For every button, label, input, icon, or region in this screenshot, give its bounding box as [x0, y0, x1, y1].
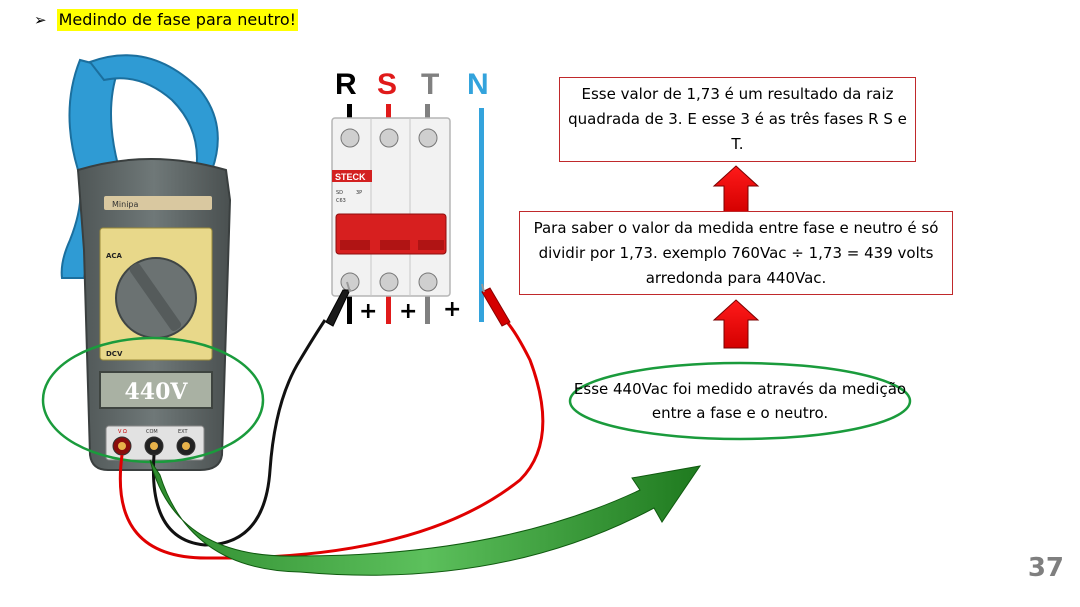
jack-label-com: COM — [146, 429, 158, 435]
neutro-line — [479, 108, 484, 322]
info-oval — [568, 361, 912, 441]
jack-label-ext: EXT — [178, 429, 188, 435]
phase-label-t: T — [421, 68, 440, 101]
plus-sign-2: + — [399, 299, 417, 324]
green-curved-arrow — [149, 459, 702, 576]
page-number: 37 — [1027, 553, 1064, 583]
breaker-rating: C63 — [336, 198, 346, 204]
breaker-poles: 3P — [356, 190, 362, 196]
arrow-bullet-icon: ➢ — [34, 11, 47, 29]
meter-reading: 440V — [125, 379, 189, 405]
explanation-box-sqrt3: Esse valor de 1,73 é um resultado da rai… — [559, 77, 916, 162]
red-probe — [481, 287, 511, 327]
explanation-box-divide: Para saber o valor da medida entre fase … — [519, 211, 953, 295]
plus-sign-3: + — [443, 297, 461, 322]
red-up-arrow-top — [712, 165, 760, 213]
black-probe — [325, 289, 351, 327]
red-probe-wire — [118, 318, 545, 560]
dcv-label: DCV — [106, 350, 123, 358]
phase-label-r: R — [335, 68, 357, 101]
knob-pointer — [129, 263, 182, 331]
phase-lines — [347, 104, 484, 324]
clamp-meter: Minipa ACA DCV 440V V Ω COM EXT — [60, 54, 232, 471]
breaker-brand: STECK — [335, 172, 366, 182]
info-oval-text: Esse 440Vac foi medido através da mediçã… — [573, 380, 907, 422]
plus-sign-1: + — [359, 299, 377, 324]
meter-brand-plate — [104, 196, 212, 210]
explanation-box-divide-text: Para saber o valor da medida entre fase … — [533, 218, 939, 287]
slide-title-text: Medindo de fase para neutro! — [56, 9, 299, 31]
meter-lcd — [99, 371, 213, 409]
jack-label-v: V Ω — [118, 429, 127, 435]
phase-label-s: S — [377, 68, 398, 101]
acv-label: ACA — [106, 252, 123, 260]
red-up-arrow-bottom — [712, 299, 760, 349]
slide-title: ➢ Medindo de fase para neutro! — [34, 8, 299, 32]
black-probe-wire — [151, 319, 327, 547]
phase-label-n: N — [467, 68, 489, 101]
breaker-model: SD — [336, 190, 343, 196]
explanation-box-sqrt3-text: Esse valor de 1,73 é um resultado da rai… — [568, 85, 907, 153]
circuit-breaker: STECK SD 3P C63 — [331, 117, 451, 297]
meter-brand: Minipa — [112, 200, 138, 209]
